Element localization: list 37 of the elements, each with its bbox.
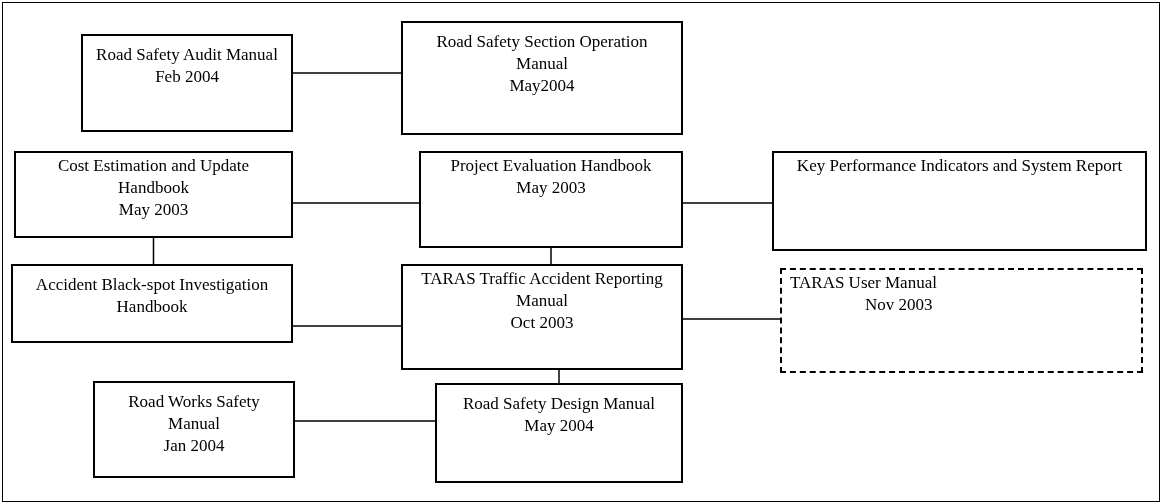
document-date: Nov 2003 — [864, 294, 933, 316]
document-box — [14, 151, 293, 238]
document-box — [772, 151, 1147, 251]
document-title: Road Works Safety Manual — [127, 391, 261, 435]
document-date: Oct 2003 — [510, 312, 574, 334]
connector-line — [558, 369, 560, 384]
document-box — [419, 151, 683, 248]
document-box — [401, 21, 683, 135]
connector-line — [152, 237, 155, 265]
document-title: TARAS Traffic Accident Reporting Manual — [420, 268, 664, 312]
document-title: Cost Estimation and Update Handbook — [56, 155, 251, 199]
document-box — [93, 381, 295, 478]
dashed-box — [780, 268, 1143, 373]
document-date: May 2003 — [516, 177, 586, 199]
connector-line — [292, 72, 402, 74]
connector-line — [292, 202, 420, 204]
document-title: Project Evaluation Handbook — [450, 155, 652, 177]
document-box — [81, 34, 293, 132]
document-date: Jan 2004 — [163, 435, 225, 457]
document-date: May2004 — [509, 75, 575, 97]
connector-line — [682, 202, 773, 204]
document-title: Accident Black-spot Investigation Handbook — [34, 274, 270, 318]
document-box — [11, 264, 293, 343]
connector-line — [682, 318, 781, 320]
connector-line — [292, 325, 402, 327]
connector-line — [294, 420, 436, 422]
document-title: Road Safety Audit Manual — [96, 44, 278, 66]
document-box — [435, 383, 683, 483]
document-date: May 2004 — [524, 415, 594, 437]
document-title: Road Safety Section Operation Manual — [435, 31, 649, 75]
document-date: Feb 2004 — [155, 66, 219, 88]
connector-line — [550, 247, 552, 265]
document-title: Key Performance Indicators and System Report — [796, 155, 1123, 177]
document-date: May 2003 — [118, 199, 189, 221]
document-box — [401, 264, 683, 370]
document-title: Road Safety Design Manual — [462, 393, 656, 415]
document-title: TARAS User Manual — [790, 272, 937, 294]
